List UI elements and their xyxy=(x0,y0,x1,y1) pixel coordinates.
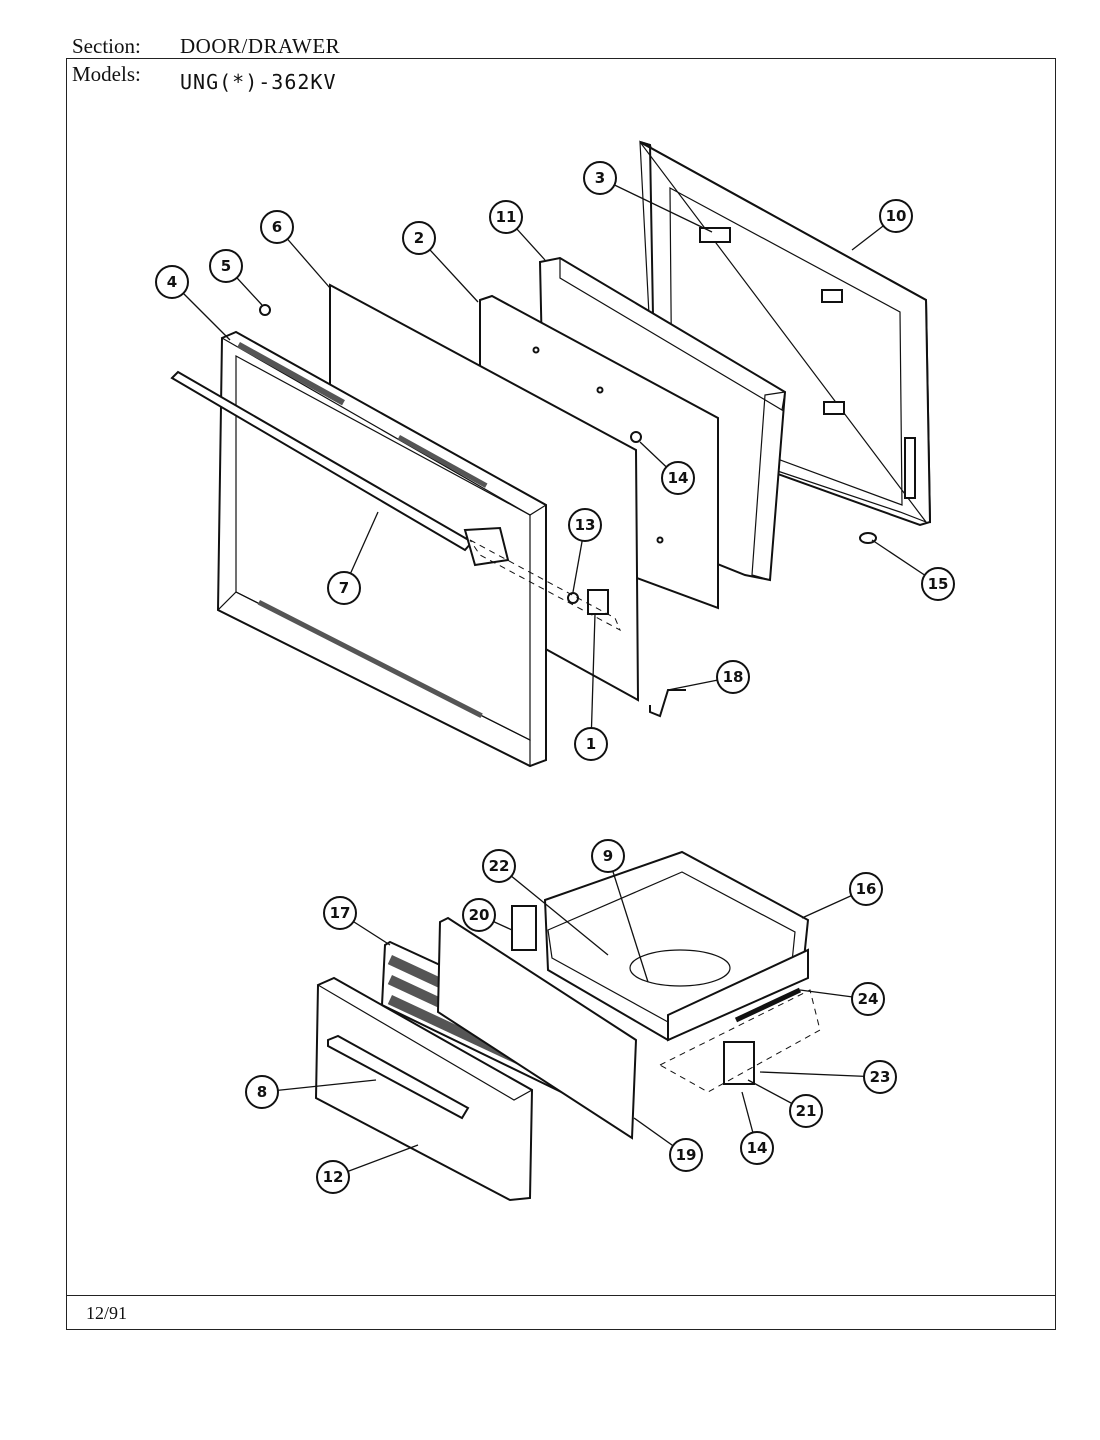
callout-7: 7 xyxy=(327,571,361,605)
outer-door-frame xyxy=(216,330,548,768)
footer-rule xyxy=(66,1295,1056,1296)
callout-19: 19 xyxy=(669,1138,703,1172)
callout-15: 15 xyxy=(921,567,955,601)
callout-14-drawer: 14 xyxy=(740,1131,774,1165)
models-value: UNG(*)-362KV xyxy=(180,70,337,94)
drawer-inner-panel xyxy=(436,916,638,1140)
svg-text:8: 8 xyxy=(257,1083,267,1101)
callout-22: 22 xyxy=(482,849,516,883)
screw-14-door xyxy=(630,431,642,443)
svg-text:23: 23 xyxy=(870,1068,891,1086)
svg-text:4: 4 xyxy=(167,273,177,291)
svg-text:1: 1 xyxy=(586,735,596,753)
diagram-frame xyxy=(66,58,1056,1330)
models-label: Models: xyxy=(72,62,141,86)
svg-text:13: 13 xyxy=(575,516,596,534)
callout-4: 4 xyxy=(155,265,189,299)
svg-text:22: 22 xyxy=(489,857,510,875)
svg-text:14: 14 xyxy=(668,469,689,487)
svg-text:3: 3 xyxy=(595,169,605,187)
callout-2: 2 xyxy=(402,221,436,255)
svg-text:24: 24 xyxy=(858,990,879,1008)
callout-16: 16 xyxy=(849,872,883,906)
svg-text:7: 7 xyxy=(339,579,349,597)
hinge-18 xyxy=(649,689,686,718)
callout-23: 23 xyxy=(863,1060,897,1094)
svg-text:16: 16 xyxy=(856,880,877,898)
bracket-20 xyxy=(511,905,537,951)
callout-24: 24 xyxy=(851,982,885,1016)
svg-text:20: 20 xyxy=(469,906,490,924)
svg-text:9: 9 xyxy=(603,847,613,865)
callout-18: 18 xyxy=(716,660,750,694)
callout-8: 8 xyxy=(245,1075,279,1109)
svg-text:5: 5 xyxy=(221,257,231,275)
svg-text:2: 2 xyxy=(414,229,424,247)
guide-23 xyxy=(658,989,821,1093)
svg-text:6: 6 xyxy=(272,218,282,236)
svg-text:14: 14 xyxy=(747,1139,768,1157)
svg-text:10: 10 xyxy=(886,207,907,225)
svg-text:17: 17 xyxy=(330,904,351,922)
callout-6: 6 xyxy=(260,210,294,244)
drawer-body xyxy=(543,850,810,1042)
svg-text:19: 19 xyxy=(676,1146,697,1164)
callout-10: 10 xyxy=(879,199,913,233)
section-label: Section: xyxy=(72,34,141,58)
footer-date: 12/91 xyxy=(86,1303,128,1323)
clip-13 xyxy=(567,592,579,604)
door-handle xyxy=(170,370,510,567)
roller-rod-24 xyxy=(734,987,802,1023)
callout-14: 14 xyxy=(661,461,695,495)
svg-text:18: 18 xyxy=(723,668,744,686)
callout-3: 3 xyxy=(583,161,617,195)
callout-13: 13 xyxy=(568,508,602,542)
screw-5 xyxy=(259,304,271,316)
drawer-handle xyxy=(327,1034,470,1120)
bracket-21 xyxy=(723,1041,755,1085)
callout-21: 21 xyxy=(789,1094,823,1128)
svg-text:15: 15 xyxy=(928,575,949,593)
section-value: DOOR/DRAWER xyxy=(180,34,341,58)
svg-text:21: 21 xyxy=(796,1102,817,1120)
svg-text:11: 11 xyxy=(496,208,517,226)
callout-11: 11 xyxy=(489,200,523,234)
callout-9: 9 xyxy=(591,839,625,873)
svg-text:12: 12 xyxy=(323,1168,344,1186)
callout-5: 5 xyxy=(209,249,243,283)
callout-12: 12 xyxy=(316,1160,350,1194)
callout-20: 20 xyxy=(462,898,496,932)
callout-17: 17 xyxy=(323,896,357,930)
callout-1: 1 xyxy=(574,727,608,761)
